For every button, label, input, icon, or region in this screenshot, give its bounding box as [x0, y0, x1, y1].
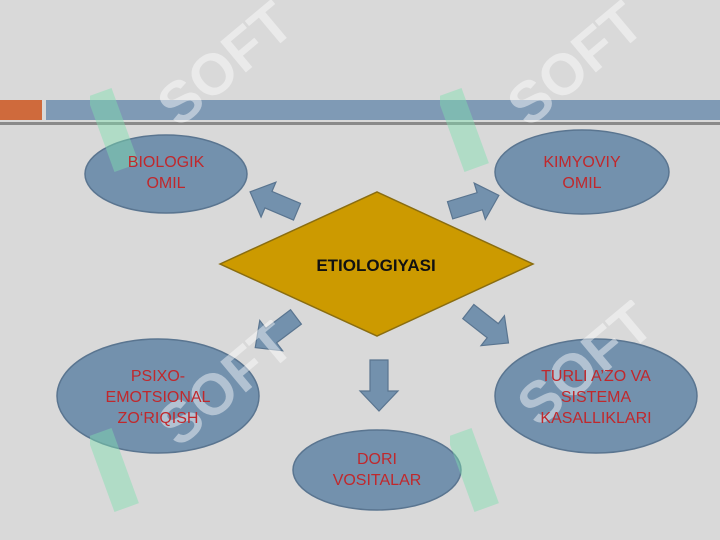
arrow-to-dori — [358, 359, 400, 412]
header-accent-bar — [0, 100, 42, 120]
header-divider — [0, 122, 720, 125]
node-biologik-shape — [84, 134, 248, 214]
node-psixo-shape — [56, 338, 260, 454]
arrow-to-kimyoviy — [446, 181, 500, 221]
node-dori-shape — [292, 429, 462, 511]
node-turli-label: TURLI A’ZO VA SISTEMA KASALLIKLARI — [540, 367, 652, 427]
center-diamond — [218, 191, 535, 337]
node-kimyoviy-shape — [494, 129, 670, 215]
node-kimyoviy-label: KIMYOVIY OMIL — [543, 154, 621, 192]
node-dori-label: DORI VOSITALAR — [332, 451, 422, 489]
header-bar — [46, 100, 720, 120]
arrow-to-biologik — [249, 181, 302, 221]
node-psixo-label: PSIXO- EMOTSIONAL ZO‘RIQISH — [105, 367, 211, 427]
arrow-to-turli — [461, 303, 510, 347]
node-turli-shape — [494, 338, 698, 454]
arrow-to-psixo — [254, 308, 303, 352]
node-biologik-label: BIOLOGIK OMIL — [127, 154, 205, 192]
center-label: ETIOLOGIYASI — [316, 256, 436, 275]
